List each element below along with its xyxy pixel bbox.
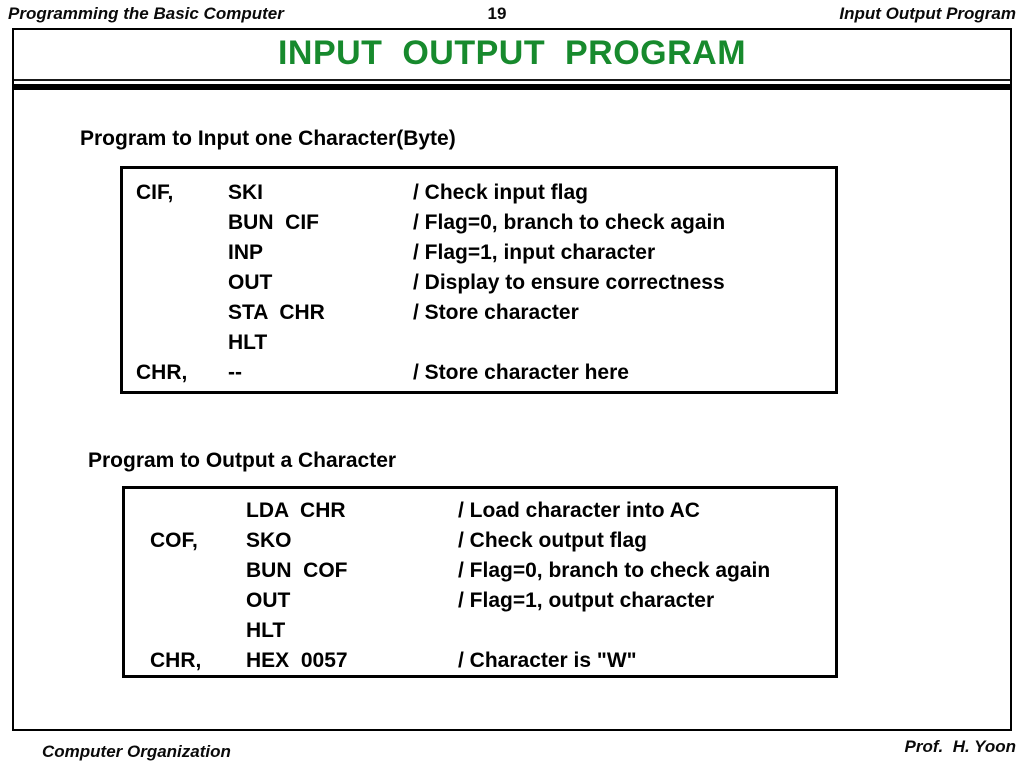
code-instr: OUT [228,271,273,294]
code-comment: / Flag=0, branch to check again [458,559,771,582]
slide-frame: INPUT OUTPUT PROGRAM Program to Input on… [12,28,1012,731]
code-instr: LDA CHR [246,499,346,522]
footer-book-title: Computer Organization [42,742,231,761]
code-comment: / Flag=0, branch to check again [413,211,726,234]
code-instr: HEX 0057 [246,649,348,672]
code-label [136,328,228,358]
code-label [150,556,246,586]
code-row: HLT [150,616,835,646]
code-comment: / Check input flag [413,181,589,204]
code-row: BUN COF / Flag=0, branch to check again [150,556,835,586]
code-label [136,298,228,328]
code-instr: SKO [246,529,292,552]
footer-author-name: Prof. H. Yoon [904,737,1016,756]
code-row: HLT [136,328,835,358]
code-label [136,208,228,238]
code-instr: BUN CIF [228,211,319,234]
code-row: OUT / Display to ensure correctness [136,268,835,298]
code-row: STA CHR / Store character [136,298,835,328]
code-instr: -- [228,361,242,384]
code-label [150,586,246,616]
header-course-title: Programming the Basic Computer [8,4,284,23]
code-instr: BUN COF [246,559,348,582]
page-title: INPUT OUTPUT PROGRAM [277,34,747,72]
section-heading-output: Program to Output a Character [88,449,397,472]
code-label [150,616,246,646]
code-row: CHR, -- / Store character here [136,358,835,388]
code-row: COF, SKO / Check output flag [150,526,835,556]
code-instr: HLT [246,619,286,642]
code-label [136,268,228,298]
code-comment: / Store character [413,301,579,324]
code-row: LDA CHR / Load character into AC [150,496,835,526]
code-row: INP / Flag=1, input character [136,238,835,268]
code-comment: / Character is "W" [458,649,637,672]
code-comment: / Flag=1, output character [458,589,715,612]
code-label: CHR, [136,361,188,384]
code-row: BUN CIF / Flag=0, branch to check again [136,208,835,238]
code-row: CIF, SKI / Check input flag [136,178,835,208]
code-label: COF, [150,529,198,552]
title-divider [14,79,1010,90]
page-header: Programming the Basic Computer 19 Input … [0,0,1024,28]
code-label: CHR, [150,649,202,672]
code-comment [458,616,835,646]
code-comment: / Check output flag [458,529,647,552]
code-instr: OUT [246,589,291,612]
code-comment: / Store character here [413,361,629,384]
code-comment: / Display to ensure correctness [413,271,725,294]
code-instr: STA CHR [228,301,325,324]
code-row: CHR, HEX 0057 / Character is "W" [150,646,835,676]
header-page-number: 19 [487,4,507,23]
code-comment: / Flag=1, input character [413,241,656,264]
code-label: CIF, [136,181,174,204]
code-comment [413,328,835,358]
code-instr: HLT [228,331,268,354]
code-row: OUT / Flag=1, output character [150,586,835,616]
code-box-output: LDA CHR / Load character into AC COF, SKO / … [122,486,838,678]
code-label [136,238,228,268]
code-label [150,496,246,526]
code-instr: SKI [228,181,264,204]
section-heading-input: Program to Input one Character(Byte) [80,127,456,150]
code-comment: / Load character into AC [458,499,700,522]
code-instr: INP [228,241,264,264]
header-section-title: Input Output Program [839,4,1016,23]
